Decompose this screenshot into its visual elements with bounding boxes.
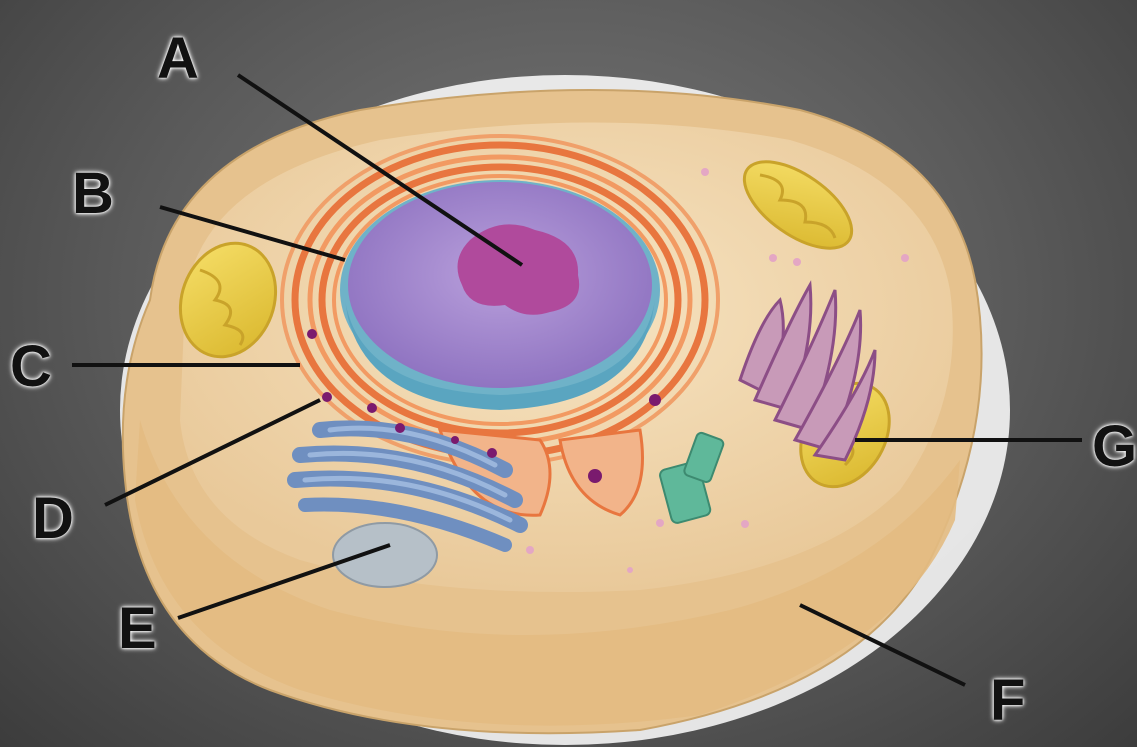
golgi-vesicle <box>333 523 437 587</box>
label-f: F <box>990 672 1025 730</box>
label-d: D <box>32 490 74 548</box>
label-b: B <box>72 165 114 223</box>
label-e: E <box>118 600 157 658</box>
label-g: G <box>1092 418 1137 476</box>
label-c: C <box>10 338 52 396</box>
label-a: A <box>157 30 199 88</box>
